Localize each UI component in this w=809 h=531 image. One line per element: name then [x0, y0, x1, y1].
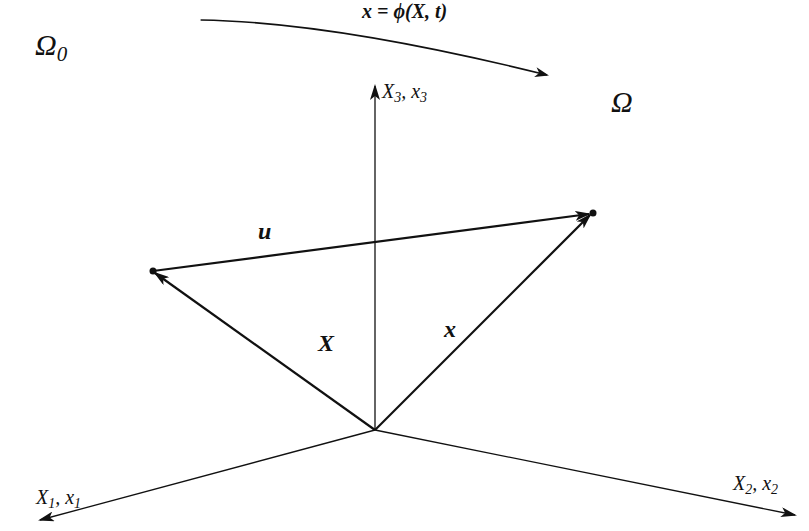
axis-label: X1, x1 [36, 486, 81, 508]
axis-label: X3, x3 [382, 80, 427, 102]
mapping-arrow [201, 20, 547, 75]
position-vectors [153, 214, 590, 430]
vector-label: x [444, 316, 456, 342]
body-region: Ω0 [15, 20, 247, 488]
region-name: Ω [611, 85, 633, 119]
material-point [150, 268, 157, 275]
axis-label: X2, x2 [733, 472, 778, 494]
body-region: Ω [535, 75, 787, 420]
subscript: 1 [48, 496, 55, 511]
deformable-body [535, 75, 787, 420]
vector-label: X [318, 330, 334, 356]
deformable-body [15, 20, 247, 488]
subscript: 0 [57, 42, 68, 66]
region-name: Ω0 [35, 28, 67, 62]
subscript: 3 [394, 90, 401, 105]
vector-label: u [258, 218, 271, 244]
subscript: 2 [771, 482, 778, 497]
spatial-point [590, 210, 597, 217]
subscript: 3 [420, 90, 427, 105]
mapping-label: x = ϕ(X, t) [362, 0, 447, 22]
subscript: 1 [74, 496, 81, 511]
subscript: 2 [745, 482, 752, 497]
coordinate-axes [40, 86, 795, 520]
